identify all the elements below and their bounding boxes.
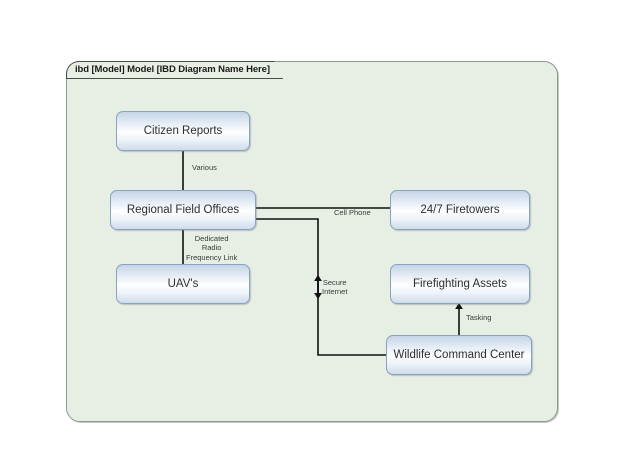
block-label: Firefighting Assets [413, 277, 507, 290]
block-firefighting-assets[interactable]: Firefighting Assets [390, 264, 530, 304]
connector-label-secure-internet: Secure Internet [322, 278, 348, 297]
connector-label-tasking: Tasking [466, 313, 492, 322]
block-label: 24/7 Firetowers [420, 203, 500, 216]
block-label: Citizen Reports [143, 124, 223, 137]
connector-label-radio-frequency: Dedicated Radio Frequency Link [186, 234, 238, 262]
block-wildlife-command-center[interactable]: Wildlife Command Center [386, 335, 532, 375]
block-citizen-reports[interactable]: Citizen Reports [116, 111, 250, 151]
block-label: UAV's [167, 277, 199, 290]
connector-label-cell-phone: Cell Phone [334, 208, 371, 217]
block-regional-field-offices[interactable]: Regional Field Offices [110, 190, 256, 230]
block-label: Wildlife Command Center [393, 348, 525, 361]
connector-label-various: Various [192, 163, 217, 172]
block-label: Regional Field Offices [126, 203, 240, 216]
diagram-frame-header-label: ibd [Model] Model [IBD Diagram Name Here… [75, 64, 270, 76]
block-24-7-firetowers[interactable]: 24/7 Firetowers [390, 190, 530, 230]
block-uavs[interactable]: UAV's [116, 264, 250, 304]
diagram-frame-header-tab: ibd [Model] Model [IBD Diagram Name Here… [66, 61, 283, 79]
